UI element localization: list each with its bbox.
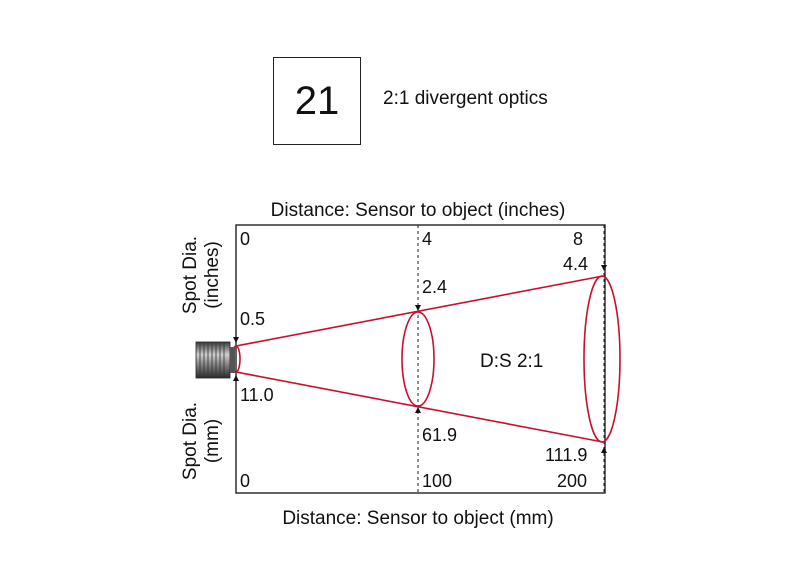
distance-inch-2: 8	[573, 229, 583, 249]
distance-mm-2: 200	[557, 471, 587, 491]
ratio-label: D:S 2:1	[480, 351, 543, 372]
optics-label: 2:1 divergent optics	[383, 88, 548, 109]
arrow-top-mid	[415, 305, 421, 311]
left-top-title: Spot Dia. (inches)	[180, 236, 223, 314]
beam-cone	[231, 275, 621, 443]
measurement-arrows	[233, 265, 607, 453]
sensor-icon	[195, 341, 235, 379]
beam-lower-edge	[235, 371, 604, 443]
svg-text:Spot Dia.: Spot Dia.	[180, 402, 201, 480]
distance-inch-1: 4	[422, 229, 432, 249]
arrow-bottom-0	[233, 375, 239, 381]
model-code-box: 21	[273, 57, 361, 145]
spot-mm-0: 11.0	[240, 385, 274, 405]
bottom-axis-title: Distance: Sensor to object (mm)	[282, 508, 553, 529]
beam-upper-edge	[235, 275, 604, 347]
svg-text:Spot Dia.: Spot Dia.	[180, 236, 201, 314]
model-code: 21	[294, 78, 340, 123]
distance-mm-0: 0	[240, 471, 250, 491]
top-axis-title: Distance: Sensor to object (inches)	[271, 200, 566, 221]
spot-inch-0: 0.5	[240, 309, 265, 329]
arrow-top-0	[233, 337, 239, 343]
svg-text:(mm): (mm)	[202, 419, 223, 463]
arrow-bottom-mid	[415, 407, 421, 413]
left-bottom-title: Spot Dia. (mm)	[180, 402, 223, 480]
spot-ellipse-mid	[401, 311, 435, 407]
svg-text:(inches): (inches)	[202, 241, 223, 309]
spot-inch-1: 2.4	[422, 277, 447, 297]
distance-inch-0: 0	[240, 229, 250, 249]
spot-inch-2: 4.4	[563, 254, 588, 274]
distance-mm-1: 100	[422, 471, 452, 491]
spot-ellipse-end	[583, 275, 621, 443]
spot-mm-2: 111.9	[545, 445, 587, 465]
arrow-bottom-end	[601, 447, 607, 453]
spot-mm-1: 61.9	[422, 425, 457, 445]
arrow-top-end	[601, 265, 607, 271]
